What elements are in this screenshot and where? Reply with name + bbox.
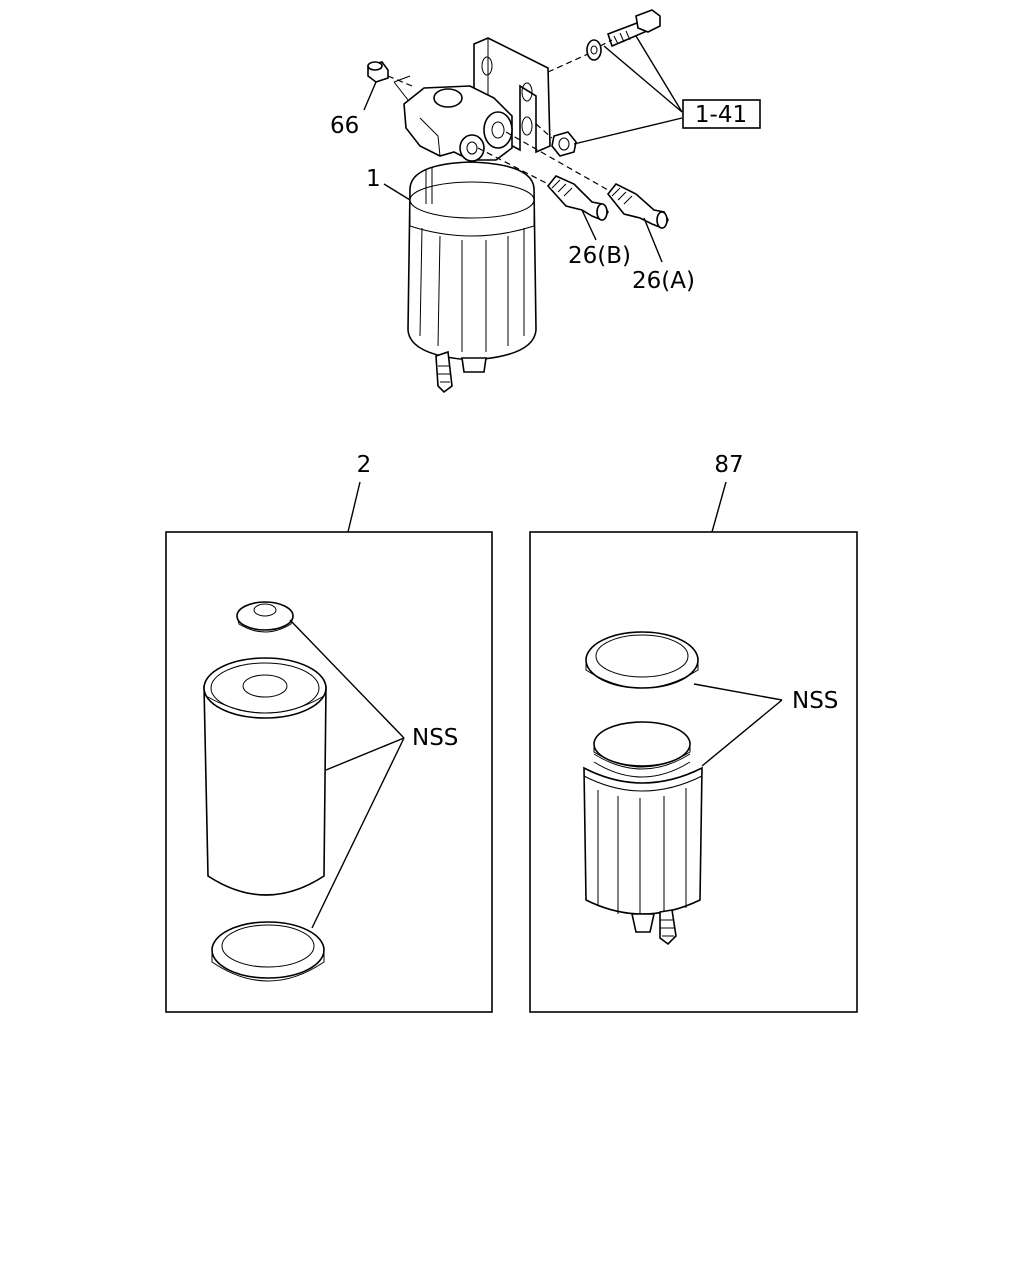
o-ring-large [585, 631, 699, 689]
leader-87 [711, 481, 727, 533]
panel-87-frame [529, 531, 858, 1013]
filter-head [403, 85, 513, 162]
reference-box [682, 99, 761, 129]
o-ring-bottom [211, 921, 325, 982]
label-nss-right: NSS [792, 688, 838, 714]
leader-1-41-c [573, 117, 683, 145]
nut [535, 123, 577, 157]
reference-label[interactable]: 1-41 [695, 102, 747, 128]
filter-bowl [583, 721, 703, 946]
label-26b: 26(B) [568, 243, 631, 269]
fitting-26a [505, 131, 669, 229]
filter-body [407, 161, 537, 394]
leader-nss-right-2 [701, 699, 783, 767]
label-1: 1 [366, 166, 381, 192]
label-2: 2 [357, 452, 372, 478]
leader-26a [643, 217, 663, 263]
plug-66 [367, 61, 413, 101]
label-66: 66 [330, 113, 359, 139]
leader-1-41-b [635, 35, 683, 113]
leader-nss-left-1 [289, 619, 405, 739]
label-nss-left: NSS [412, 725, 458, 751]
leader-26b [581, 209, 597, 241]
grommet [236, 601, 294, 633]
leader-nss-left-2 [325, 737, 405, 771]
leader-nss-right-1 [693, 683, 783, 701]
leader-1 [383, 183, 411, 201]
bolt [547, 9, 661, 73]
label-26a: 26(A) [632, 268, 695, 294]
fitting-26b [477, 147, 609, 221]
leader-1-41-a [603, 45, 683, 113]
leader-nss-left-3 [311, 737, 405, 929]
leader-66 [363, 81, 377, 111]
panel-2-frame [165, 531, 493, 1013]
fuel-filter-assembly: 1-41 66 1 26(B) 26(A) [330, 9, 761, 394]
label-87: 87 [714, 452, 743, 478]
panel-filter-element: 2 NSS [165, 452, 493, 1013]
panel-bowl: 87 NSS [529, 452, 858, 1013]
leader-2 [347, 481, 361, 533]
filter-element [203, 657, 327, 896]
